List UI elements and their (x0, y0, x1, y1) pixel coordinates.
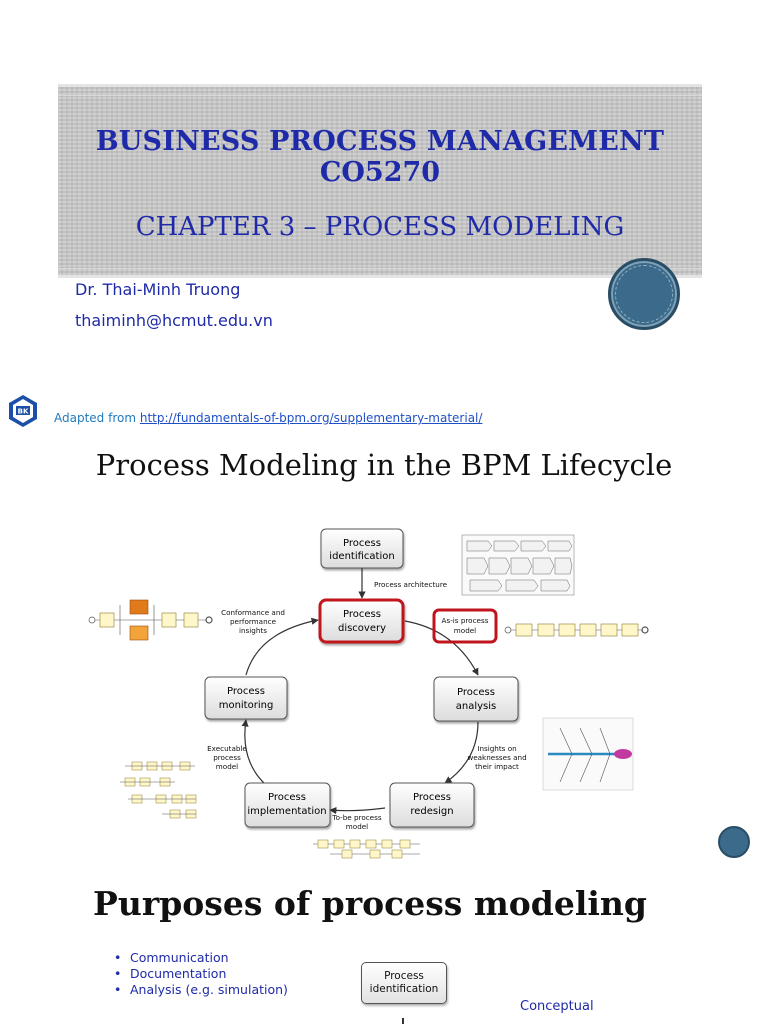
thumb-conformance-model (88, 599, 213, 641)
thumb-executable-model (120, 761, 197, 819)
bpm-lifecycle-diagram: Process identification Process discovery… (88, 528, 649, 859)
label-conformance-2: performance (230, 617, 277, 626)
chapter-title: CHAPTER 3 – PROCESS MODELING (135, 212, 625, 242)
course-code: CO5270 (319, 157, 441, 188)
list-item: Documentation (114, 966, 288, 982)
svg-text:monitoring: monitoring (219, 700, 274, 711)
thumb-as-is-model (504, 623, 649, 637)
svg-text:Process: Process (343, 609, 381, 620)
list-item: Communication (114, 950, 288, 966)
purpose-list: Communication Documentation Analysis (e.… (114, 950, 288, 998)
university-logo: BK (9, 395, 37, 427)
banner-frame (58, 95, 702, 269)
arc-redesign-implementation (329, 806, 386, 815)
label-as-is-1: As-is process (442, 616, 489, 625)
label-insights-3: their impact (475, 762, 519, 771)
svg-text:implementation: implementation (247, 806, 326, 817)
thumb-fishbone-diagram (542, 717, 634, 791)
label-to-be-2: model (346, 822, 368, 831)
phase-implementation: Process implementation (244, 782, 331, 828)
slide2-title: Process Modeling in the BPM Lifecycle (95, 448, 673, 482)
label-insights-1: Insights on (477, 744, 516, 753)
label-executable-1: Executable (207, 744, 247, 753)
svg-text:identification: identification (329, 551, 394, 562)
svg-text:redesign: redesign (410, 806, 453, 817)
thumb-to-be-model (313, 839, 420, 859)
arc-discovery-analysis (404, 620, 479, 676)
slide3-title: Purposes of process modeling (93, 884, 647, 923)
svg-text:discovery: discovery (338, 623, 386, 634)
phase-redesign: Process redesign (389, 782, 475, 828)
label-as-is-2: model (454, 626, 476, 635)
box-line: identification (369, 983, 439, 995)
arc-analysis-redesign (444, 721, 479, 784)
label-process-architecture: Process architecture (374, 580, 448, 589)
source-prefix: Adapted from (54, 411, 140, 425)
svg-text:Process: Process (413, 792, 451, 803)
phase-identification: Process identification (320, 528, 404, 569)
arc-implementation-monitoring (241, 719, 266, 785)
svg-text:Process: Process (457, 687, 495, 698)
svg-text:Process: Process (227, 686, 265, 697)
svg-text:Process: Process (343, 538, 381, 549)
author-email: thaiminh@hcmut.edu.vn (75, 311, 273, 330)
source-note: Adapted from http://fundamentals-of-bpm.… (54, 411, 482, 425)
list-item: Analysis (e.g. simulation) (114, 982, 288, 998)
source-link[interactable]: http://fundamentals-of-bpm.org/supplemen… (139, 411, 483, 425)
box-line: Process (384, 970, 424, 982)
label-executable-3: model (216, 762, 238, 771)
course-title: BUSINESS PROCESS MANAGEMENT (95, 126, 665, 157)
arc-monitoring-discovery (245, 617, 319, 676)
connector-line (402, 1018, 404, 1024)
phase-monitoring: Process monitoring (204, 676, 288, 720)
label-conformance-1: Conformance and (221, 608, 285, 617)
label-conformance-3: insights (239, 626, 267, 635)
decorative-circle (608, 258, 680, 330)
svg-text:analysis: analysis (456, 701, 497, 712)
logo-text: BK (18, 408, 29, 416)
phase-analysis: Process analysis (433, 676, 519, 722)
author-name: Dr. Thai-Minh Truong (75, 280, 241, 299)
title-banner (58, 84, 702, 278)
label-insights-2: weaknesses and (467, 753, 526, 762)
as-is-highlight (432, 608, 498, 644)
phase-discovery: Process discovery (318, 598, 405, 644)
label-to-be-1: To-be process (331, 813, 381, 822)
thumb-process-architecture (461, 534, 575, 596)
svg-text:Process: Process (268, 792, 306, 803)
conceptual-label: Conceptual (520, 999, 594, 1014)
label-executable-2: process (213, 753, 241, 762)
decorative-circle-small (718, 826, 750, 858)
